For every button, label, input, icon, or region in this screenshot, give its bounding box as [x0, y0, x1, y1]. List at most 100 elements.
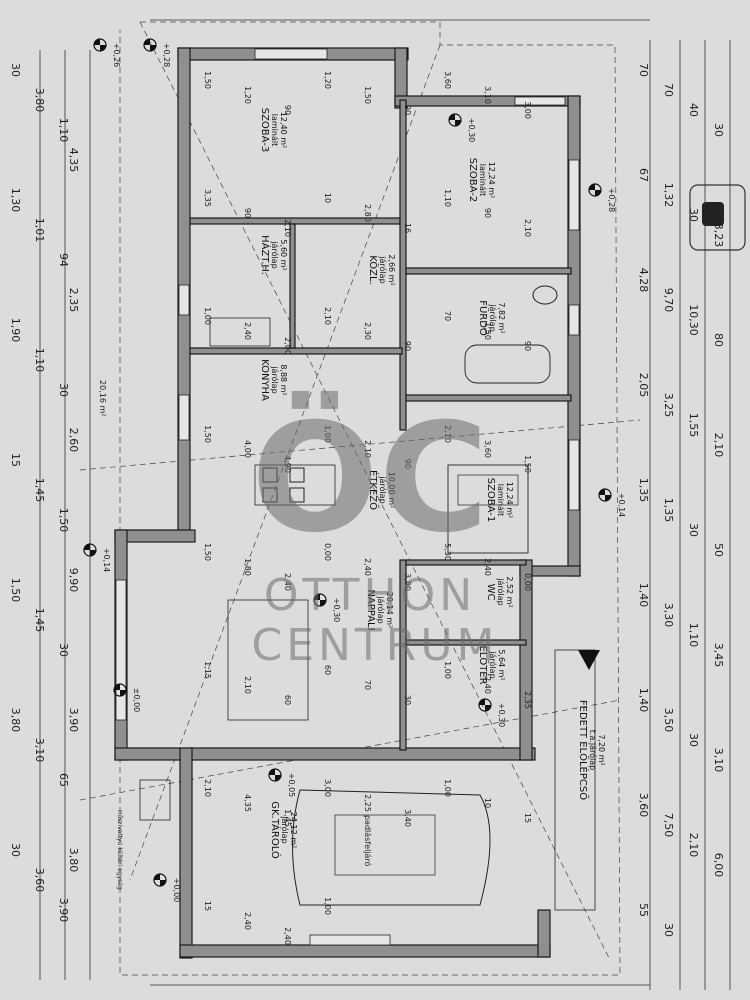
dim-interior: 2,10 — [283, 219, 292, 237]
dim-interior: 90 — [403, 341, 412, 351]
dim-right: 1,35 — [662, 498, 675, 523]
dim-right: 40 — [687, 103, 700, 117]
svg-text:FEDETT ELŐLÉPCSŐ: FEDETT ELŐLÉPCSŐ — [577, 700, 591, 800]
dim-interior: 10 — [483, 798, 492, 808]
dim-interior: 2,10 — [443, 425, 452, 443]
svg-text:ÉTKEZŐ: ÉTKEZŐ — [367, 470, 381, 510]
dim-left-outer: 3,80 — [33, 88, 46, 113]
dim-interior: 2,25 — [363, 794, 372, 812]
elevation-value: +0,28 — [162, 43, 171, 68]
dim-interior: 90 — [243, 208, 252, 218]
dim-left-outer: 1,30 — [9, 188, 22, 213]
dim-interior: 90 — [403, 105, 412, 115]
dim-interior: 2,10 — [323, 307, 332, 325]
svg-text:20,14 m²: 20,14 m² — [385, 592, 394, 628]
fixtures — [139, 285, 600, 911]
dim-interior: 4,00 — [243, 440, 252, 458]
svg-text:járólap: járólap — [496, 577, 506, 605]
svg-text:24,12 m²: 24,12 m² — [289, 812, 298, 848]
room-nappali: NAPPALI járólap 20,14 m² — [365, 589, 394, 630]
elevation-mark — [448, 113, 462, 127]
dim-right: 1,40 — [637, 583, 650, 608]
svg-text:járólap: járólap — [488, 650, 498, 678]
dim-interior: 1,50 — [203, 425, 212, 443]
dim-interior: 3,00 — [323, 779, 332, 797]
dim-right: 3,50 — [662, 708, 675, 733]
dim-interior: 0,00 — [523, 573, 532, 591]
dim-left-outer: 1,45 — [33, 478, 46, 503]
dim-left-outer: 1,10 — [33, 348, 46, 373]
dim-interior: 1,50 — [203, 543, 212, 561]
dim-right: 30 — [662, 923, 675, 937]
terrace-area: 20,16 m² — [98, 380, 107, 416]
elevation-value: +0,26 — [112, 43, 121, 68]
dim-left-outer: 3,80 — [9, 708, 22, 733]
watermark-line2: CENTRUM — [251, 620, 498, 671]
svg-text:járólap: járólap — [488, 303, 498, 331]
dim-right: 67 — [637, 168, 650, 182]
svg-text:5,60 m²: 5,60 m² — [279, 239, 288, 270]
car-label: padlásfeljáró — [363, 815, 373, 867]
dim-right: 10,30 — [687, 304, 700, 336]
dim-interior: 1,00 — [443, 661, 452, 679]
dim-right: 7,50 — [662, 813, 675, 838]
room-name: SZOBA-3 — [259, 108, 270, 153]
svg-text:NAPPALI: NAPPALI — [365, 589, 376, 630]
dim-left-outer: 15 — [9, 453, 22, 467]
watermark-line1: OTTHON — [264, 570, 476, 621]
dim-left-outer: 1,45 — [33, 608, 46, 633]
dim-right: 1,35 — [637, 478, 650, 503]
dim-interior: 1,00 — [323, 897, 332, 915]
elevation-value: +0,28 — [607, 188, 616, 213]
dim-interior: 1,80 — [243, 558, 252, 576]
dim-left-outer: 94 — [57, 253, 70, 267]
elevation-value: +0,30 — [497, 703, 506, 728]
dim-interior: 3,80 — [403, 573, 412, 591]
svg-text:KÖZL.: KÖZL. — [367, 255, 380, 284]
dim-interior: 15 — [523, 813, 532, 823]
room-furdo: FÜRDŐ járólap 7,82 m² — [477, 300, 506, 336]
dim-right: 1,10 — [687, 623, 700, 648]
room-hazt: HÁZT.H. járólap 5,60 m² — [259, 235, 288, 275]
svg-text:ELŐTÉR: ELŐTÉR — [477, 645, 491, 684]
svg-text:járólap: járólap — [270, 365, 280, 393]
dim-left-outer: 30 — [57, 383, 70, 397]
dim-interior: 0,00 — [323, 543, 332, 561]
meter-label: Hőszivattyú kültéri egység — [116, 810, 123, 890]
dim-left-inner: 3,90 — [67, 708, 80, 733]
dim-left-outer: 1,50 — [9, 578, 22, 603]
dim-right: 3,25 — [662, 393, 675, 418]
elevation-fill-icon — [589, 184, 601, 196]
dim-left-outer: 3,10 — [33, 738, 46, 763]
elevation-fill-icon — [599, 489, 611, 501]
elevation-mark — [113, 683, 127, 697]
dim-left-outer: 30 — [9, 843, 22, 857]
walls — [114, 47, 581, 959]
dim-interior: 15 — [203, 901, 212, 911]
elevation-fill-icon — [94, 39, 106, 51]
dim-interior: 70 — [363, 680, 372, 690]
dim-interior: 3,10 — [483, 86, 492, 104]
dim-interior: 2,40 — [243, 912, 252, 930]
elevation-marks: +0,26+0,28+0,28+0,30+0,30+0,14+0,14+0,30… — [83, 38, 626, 902]
elevation-mark — [93, 38, 107, 52]
dim-right: 30 — [712, 123, 725, 137]
room-area: 12,40 m² — [279, 112, 288, 148]
elevation-fill-icon — [144, 39, 156, 51]
svg-text:12,24 m²: 12,24 m² — [505, 482, 514, 518]
room-labels: SZOBA-3 laminált 12,40 m² SZOBA-2 laminá… — [98, 108, 606, 890]
dim-right: 1,55 — [687, 413, 700, 438]
dim-right: 30 — [687, 208, 700, 222]
dims-left-inner: 4,352,352,609,903,903,80 — [67, 148, 80, 873]
dim-right: 2,05 — [637, 373, 650, 398]
room-eloter: ELŐTÉR járólap 5,64 m² — [477, 645, 506, 684]
elevation-value: +0,05 — [287, 773, 296, 798]
dim-left-outer: 3,90 — [57, 898, 70, 923]
dim-right: 6,00 — [712, 853, 725, 878]
dim-left-outer: 3,60 — [33, 868, 46, 893]
dim-right: 1,32 — [662, 183, 675, 208]
dim-interior: 30 — [403, 695, 412, 705]
dim-interior: 2,10 — [523, 219, 532, 237]
elevation-value: +0,30 — [332, 598, 341, 623]
dim-right: 2,10 — [687, 833, 700, 858]
